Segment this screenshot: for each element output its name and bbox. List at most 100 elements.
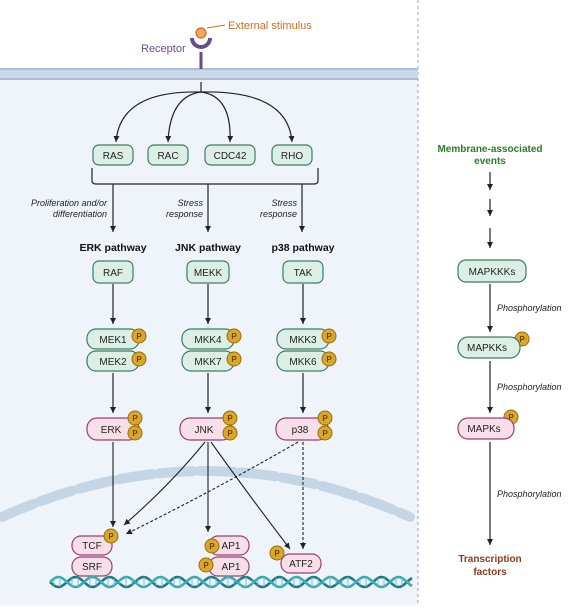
mapkk-to-mapk-arrows	[110, 373, 306, 413]
jnk-annotation-line1: Stress	[177, 198, 203, 208]
svg-text:P: P	[326, 332, 332, 341]
svg-text:MAPKKKs: MAPKKKs	[469, 267, 516, 278]
phospho-badge-jnk-a: P	[222, 410, 238, 426]
phospho-badge-erk-a: P	[127, 410, 143, 426]
svg-text:P: P	[203, 561, 209, 570]
svg-text:P: P	[326, 355, 332, 364]
phospho-badge-mkk3: P	[321, 328, 337, 344]
phospho-badge-tcf: P	[103, 528, 119, 544]
tf-ap1-lower: AP1	[208, 556, 250, 577]
svg-text:TAK: TAK	[294, 268, 313, 279]
summary-mapkkks: MAPKKKs	[457, 259, 527, 283]
svg-text:ATF2: ATF2	[289, 559, 313, 570]
gtpase-rac: RAC	[147, 144, 189, 166]
tf-srf: SRF	[71, 556, 113, 577]
phosphorylation-label-1: Phosphorylation	[497, 303, 562, 313]
svg-text:MKK4: MKK4	[194, 335, 222, 346]
mapkkk-mekk: MEKK	[186, 260, 230, 284]
gtpase-ras: RAS	[92, 144, 134, 166]
mapkk-mek1: MEK1	[86, 328, 140, 350]
svg-text:RAC: RAC	[157, 151, 178, 162]
svg-text:P: P	[227, 429, 233, 438]
membrane-events-line2: events	[474, 156, 506, 167]
svg-text:CDC42: CDC42	[214, 151, 247, 162]
svg-text:MAPKKs: MAPKKs	[467, 343, 507, 354]
svg-text:MKK3: MKK3	[289, 335, 317, 346]
svg-text:P: P	[136, 332, 142, 341]
tf-atf2: ATF2	[280, 553, 322, 574]
plasma-membrane	[0, 68, 418, 80]
svg-text:RAF: RAF	[103, 268, 123, 279]
phosphorylation-label-2: Phosphorylation	[497, 382, 562, 392]
erk-annotation-line1: Proliferation and/or	[31, 198, 108, 208]
svg-text:AP1: AP1	[222, 562, 241, 573]
stimulus-pointer	[206, 24, 226, 29]
svg-text:RHO: RHO	[281, 151, 303, 162]
svg-text:AP1: AP1	[222, 541, 241, 552]
mapkkk-tak: TAK	[282, 260, 324, 284]
erk-annotation-line2: differentiation	[53, 209, 107, 219]
tf-tcf: TCF	[71, 535, 113, 556]
phospho-badge-mek2: P	[131, 351, 147, 367]
svg-text:P: P	[132, 429, 138, 438]
phospho-badge-erk-b: P	[127, 425, 143, 441]
membrane-events-line1: Membrane-associated	[437, 144, 542, 155]
phospho-badge-p38-b: P	[317, 425, 333, 441]
phospho-badge-mkk4: P	[226, 328, 242, 344]
receptor-icon	[190, 37, 212, 69]
svg-text:P: P	[322, 414, 328, 423]
svg-text:TCF: TCF	[82, 541, 101, 552]
svg-text:RAS: RAS	[103, 151, 124, 162]
phospho-badge-ap1-a: P	[204, 538, 220, 554]
mapkk-mek2: MEK2	[86, 350, 140, 372]
transcription-factors-line2: factors	[473, 567, 507, 578]
svg-text:P: P	[132, 414, 138, 423]
summary-mapks: MAPKs	[457, 417, 515, 440]
gtpase-rho: RHO	[271, 144, 313, 166]
svg-text:MEKK: MEKK	[194, 268, 223, 279]
svg-text:P: P	[108, 532, 114, 541]
svg-text:P: P	[508, 413, 514, 422]
gtpase-cdc42: CDC42	[204, 144, 256, 166]
p38-annotation-line1: Stress	[271, 198, 297, 208]
mapkkk-to-mapkk-arrows	[110, 284, 306, 324]
svg-text:P: P	[231, 355, 237, 364]
bracket-to-pathway-arrows	[110, 184, 305, 232]
svg-text:P: P	[136, 355, 142, 364]
external-stimulus-label: External stimulus	[228, 20, 312, 32]
summary-mapkks: MAPKKs	[457, 336, 521, 359]
mapk-to-tf-arrows	[110, 441, 306, 550]
mapkk-mkk4: MKK4	[181, 328, 235, 350]
svg-text:P: P	[227, 414, 233, 423]
svg-text:P: P	[209, 542, 215, 551]
phospho-badge-atf2: P	[269, 545, 285, 561]
phosphorylation-label-3: Phosphorylation	[497, 489, 562, 499]
svg-text:MKK7: MKK7	[194, 357, 222, 368]
receptor-label: Receptor	[141, 43, 186, 55]
svg-text:ERK: ERK	[101, 425, 122, 436]
mapkkk-raf: RAF	[92, 260, 134, 284]
svg-text:MEK1: MEK1	[99, 335, 127, 346]
mapkk-mkk7: MKK7	[181, 350, 235, 372]
svg-text:MAPKs: MAPKs	[467, 424, 500, 435]
phospho-badge-jnk-b: P	[222, 425, 238, 441]
phospho-badge-p38-a: P	[317, 410, 333, 426]
mapkk-mkk3: MKK3	[276, 328, 330, 350]
svg-text:P: P	[322, 429, 328, 438]
mapkk-mkk6: MKK6	[276, 350, 330, 372]
p38-pathway-title: p38 pathway	[271, 242, 334, 254]
svg-text:SRF: SRF	[82, 562, 102, 573]
svg-text:P: P	[519, 335, 525, 344]
dna-strand-a	[49, 575, 413, 589]
svg-text:MEK2: MEK2	[99, 357, 127, 368]
transcription-factors-line1: Transcription	[458, 554, 521, 565]
phospho-badge-mkk6: P	[321, 351, 337, 367]
gtpase-bracket	[91, 168, 319, 185]
phospho-badge-ap1-b: P	[198, 557, 214, 573]
svg-text:p38: p38	[292, 425, 309, 436]
dna-strand-b	[49, 575, 413, 589]
p38-annotation-line2: response	[260, 209, 297, 219]
erk-pathway-title: ERK pathway	[79, 242, 146, 254]
